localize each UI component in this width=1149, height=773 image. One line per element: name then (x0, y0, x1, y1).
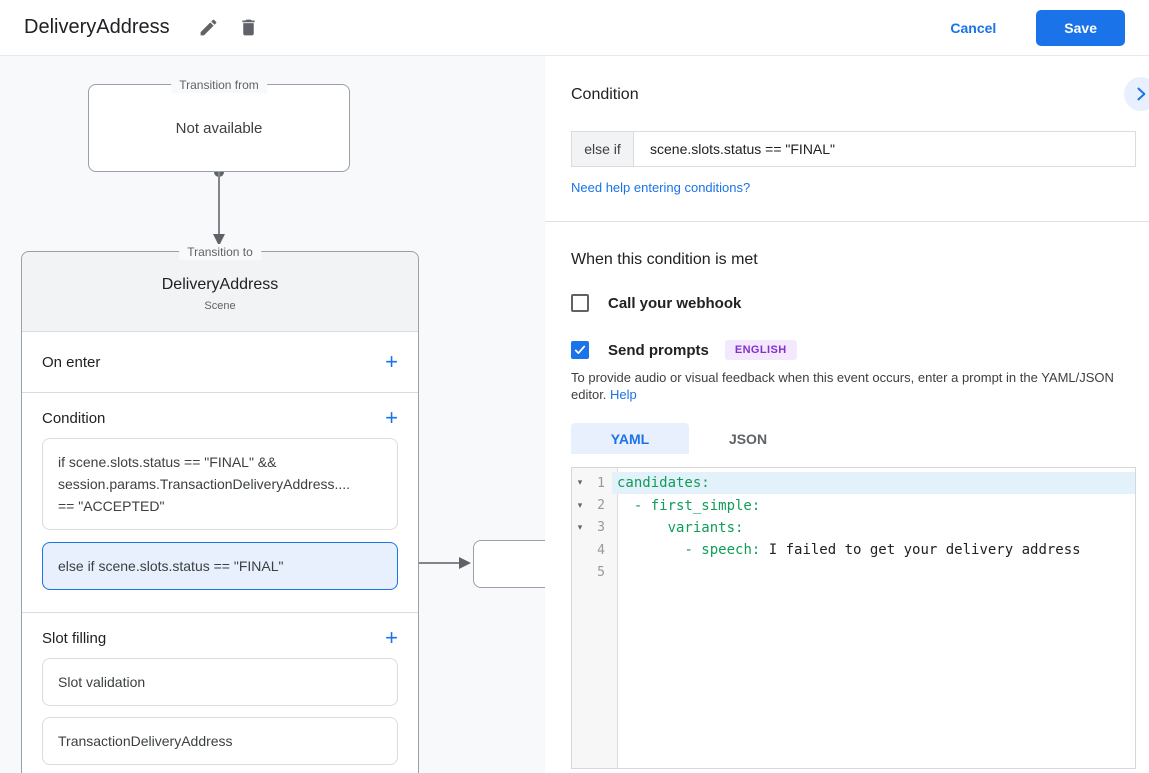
call-webhook-row: Call your webhook (571, 294, 1136, 312)
on-enter-section[interactable]: On enter + (22, 332, 418, 393)
line-number: 3 (597, 520, 605, 536)
condition-expression-input[interactable]: scene.slots.status == "FINAL" (650, 141, 836, 157)
code-text: - first_simple: (633, 497, 761, 514)
editor-line-2[interactable]: ▾ 2 - first_simple: (572, 494, 1135, 516)
line-number: 5 (597, 565, 605, 581)
edit-title-button[interactable] (192, 11, 226, 45)
condition-heading: Condition (571, 86, 639, 103)
call-webhook-checkbox[interactable] (571, 294, 589, 312)
condition-operator-label: else if (572, 132, 634, 166)
call-webhook-label: Call your webhook (608, 294, 742, 312)
fold-arrow-icon[interactable]: ▾ (577, 478, 583, 489)
scene-card: Transition to DeliveryAddress Scene On e… (21, 244, 419, 773)
condition-section-label: Condition (42, 409, 106, 427)
save-button[interactable]: Save (1036, 9, 1125, 46)
delete-scene-button[interactable] (232, 11, 266, 45)
language-badge: ENGLISH (724, 340, 797, 360)
condition-item-text: if scene.slots.status == "FINAL" && (58, 454, 277, 470)
fold-arrow-icon[interactable]: ▾ (577, 500, 583, 511)
code-text (612, 562, 1135, 584)
pencil-icon (200, 19, 217, 36)
section-divider (545, 221, 1149, 222)
transition-target-node[interactable] (473, 540, 545, 588)
editor-format-tabs: YAML JSON (571, 423, 1136, 454)
condition-section-head: Condition + (42, 406, 398, 430)
condition-edit-panel: Condition else if scene.slots.status == … (545, 56, 1149, 773)
send-prompts-row: Send prompts ENGLISH (571, 340, 1136, 360)
transition-from-legend: Transition from (171, 77, 267, 93)
editor-lines: ▾ 1 candidates: ▾ 2 - first_simple: ▾ 3 varian… (572, 468, 1135, 584)
code-text: - speech: I failed to get your delivery … (684, 542, 1081, 559)
send-prompts-label: Send prompts (608, 341, 709, 359)
prompt-editor-description: To provide audio or visual feedback when… (571, 369, 1136, 403)
line-number: 1 (597, 475, 605, 491)
transition-arrow (213, 167, 225, 246)
fold-arrow-icon[interactable]: ▾ (577, 522, 583, 533)
condition-item-text: else if scene.slots.status == "FINAL" (58, 558, 284, 574)
add-slot-button[interactable]: + (385, 625, 398, 650)
send-prompts-checkbox[interactable] (571, 341, 589, 359)
line-number: 2 (597, 498, 605, 514)
tab-json[interactable]: JSON (728, 430, 768, 447)
add-condition-button[interactable]: + (385, 405, 398, 430)
slot-item[interactable]: TransactionDeliveryAddress (42, 717, 398, 765)
trash-icon (242, 19, 255, 36)
check-icon (574, 345, 586, 354)
condition-item-selected[interactable]: else if scene.slots.status == "FINAL" (42, 542, 398, 590)
collapse-panel-button[interactable] (1124, 77, 1149, 111)
add-on-enter-button[interactable]: + (385, 349, 398, 374)
scene-diagram-canvas: Transition from Not available Transition… (0, 56, 545, 773)
description-text: To provide audio or visual feedback when… (571, 370, 1114, 402)
app-header: DeliveryAddress Cancel Save (0, 0, 1149, 56)
slot-filling-label: Slot filling (42, 629, 107, 647)
cancel-button[interactable]: Cancel (950, 19, 997, 36)
scene-name: DeliveryAddress (161, 276, 279, 293)
condition-help-link[interactable]: Need help entering conditions? (571, 180, 751, 195)
editor-line-3[interactable]: ▾ 3 variants: (572, 517, 1135, 539)
chevron-right-icon (1137, 87, 1146, 101)
scene-type-label: Scene (204, 300, 236, 312)
condition-item-text: == "ACCEPTED" (58, 498, 165, 514)
transition-from-box: Transition from Not available (88, 77, 350, 172)
slot-filling-section-head: Slot filling + (42, 626, 398, 650)
slot-validation-item[interactable]: Slot validation (42, 658, 398, 706)
when-condition-met-heading: When this condition is met (571, 251, 758, 268)
page-title: DeliveryAddress (24, 16, 170, 38)
code-text: variants: (667, 519, 744, 536)
condition-section: Condition + if scene.slots.status == "FI… (22, 393, 418, 613)
condition-item-text: session.params.TransactionDeliveryAddres… (58, 476, 351, 492)
editor-gutter (572, 468, 618, 768)
condition-input-row: else if scene.slots.status == "FINAL" (571, 131, 1136, 167)
editor-line-1[interactable]: ▾ 1 candidates: (572, 472, 1135, 495)
editor-line-4[interactable]: 4 - speech: I failed to get your deliver… (572, 539, 1135, 561)
condition-item[interactable]: if scene.slots.status == "FINAL" && sess… (42, 438, 398, 530)
help-link[interactable]: Help (610, 387, 637, 402)
editor-line-5[interactable]: 5 (572, 562, 1135, 584)
transition-to-legend: Transition to (179, 244, 261, 260)
scene-card-header: DeliveryAddress Scene (22, 252, 418, 332)
line-number: 4 (597, 542, 605, 558)
yaml-code-editor[interactable]: ▾ 1 candidates: ▾ 2 - first_simple: ▾ 3 varian… (571, 467, 1136, 769)
transition-from-value: Not available (175, 119, 263, 137)
tab-yaml[interactable]: YAML (571, 423, 689, 454)
code-text: candidates: (612, 472, 1135, 495)
on-enter-label: On enter (42, 353, 101, 371)
slot-filling-section: Slot filling + Slot validation Transacti… (22, 613, 418, 773)
